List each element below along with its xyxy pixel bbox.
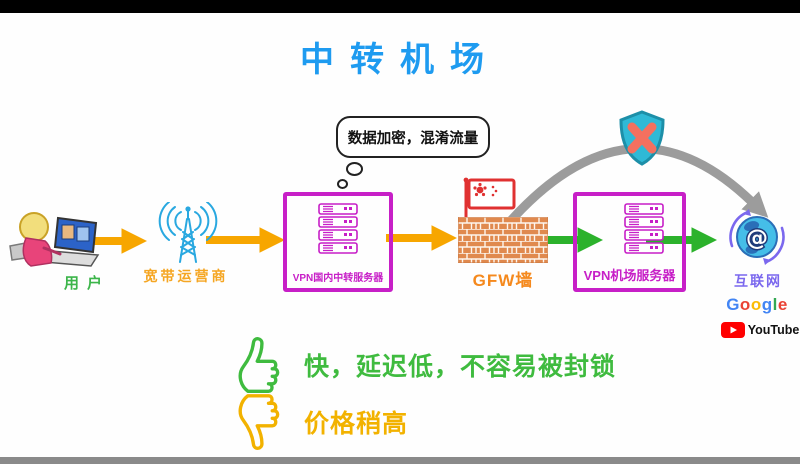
airport-server-box: VPN机场服务器 <box>573 192 686 292</box>
youtube-play-icon <box>720 322 745 338</box>
server-rack-icon <box>318 203 358 254</box>
blocked-shield-icon <box>619 110 665 166</box>
gfw-label: GFW墙 <box>472 271 534 290</box>
google-logo: Google <box>718 295 796 315</box>
isp-label: 宽带运营商 <box>143 268 229 284</box>
progress-track <box>0 457 800 464</box>
internet-label: 互联网 <box>734 273 782 289</box>
bubble-tail-dot <box>346 162 363 176</box>
svg-text:@: @ <box>746 226 768 251</box>
thumbs-down-icon <box>238 394 280 450</box>
letterbox-top <box>0 0 800 13</box>
thumbs-up-icon <box>238 337 280 393</box>
server-rack-icon <box>624 203 664 254</box>
google-letter: o <box>750 295 762 314</box>
bubble-tail-dot <box>337 179 348 189</box>
youtube-logo: YouTube <box>720 322 800 338</box>
google-letter: g <box>761 295 773 314</box>
airport-server-label: VPN机场服务器 <box>583 268 676 283</box>
china-flag-icon <box>463 177 516 219</box>
cons-text: 价格稍高 <box>304 410 409 438</box>
antenna-icon <box>158 202 218 263</box>
firewall-brick-wall <box>458 217 548 263</box>
relay-server-label: VPN国内中转服务器 <box>292 273 384 284</box>
encryption-note-bubble: 数据加密，混淆流量 <box>336 116 490 158</box>
google-letter: o <box>739 295 751 314</box>
google-letter: G <box>726 295 740 314</box>
cons-row: 价格稍高 <box>230 392 408 452</box>
pros-row: 快，延迟低，不容易被封锁 <box>230 335 616 395</box>
user-computer-icon <box>9 212 100 267</box>
user-label: 用户 <box>63 275 110 292</box>
google-letter: l <box>772 295 778 314</box>
pros-text: 快，延迟低，不容易被封锁 <box>304 353 617 381</box>
youtube-label: YouTube <box>747 323 800 337</box>
google-letter: e <box>777 295 788 314</box>
relay-server-box: VPN国内中转服务器 <box>283 192 393 292</box>
page-title: 中转机场 <box>300 41 500 79</box>
internet-globe-icon: @ <box>729 209 785 265</box>
